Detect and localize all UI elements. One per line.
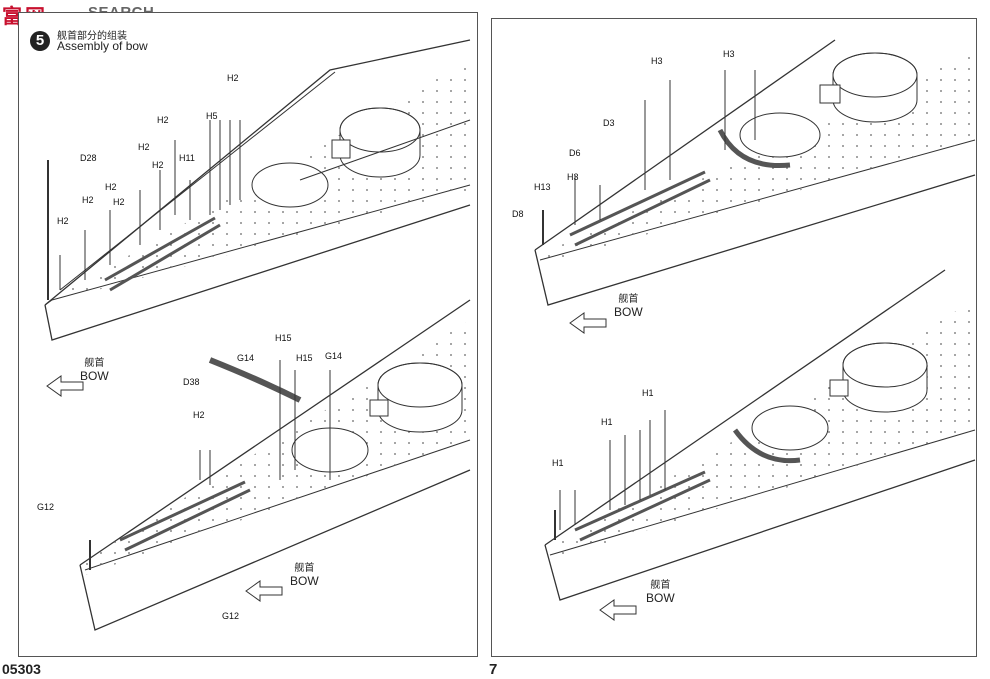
part-label-h1: H1 — [642, 388, 654, 398]
part-label-h2: H2 — [152, 160, 164, 170]
step-title-cn: 舰首部分的组装 — [57, 31, 127, 42]
part-label-h2: H2 — [57, 216, 69, 226]
part-label-g14: G14 — [325, 351, 343, 361]
part-label-g14: G14 — [237, 353, 255, 363]
part-label-d3: D3 — [603, 118, 615, 128]
part-label-h2: H2 — [138, 142, 150, 152]
part-label-g12: G12 — [222, 611, 240, 621]
part-label-h3: H3 — [651, 56, 663, 66]
part-label-h5: H5 — [206, 111, 218, 121]
bow-arrow-icon — [599, 599, 637, 621]
bow-arrow-icon — [245, 580, 283, 602]
part-label-g12: G12 — [37, 502, 55, 512]
ship-bow-4 — [544, 269, 976, 601]
part-label-h1: H1 — [552, 458, 564, 468]
ship-bow-3 — [534, 39, 976, 306]
step-number: 5 — [30, 31, 50, 51]
ship-bow-1 — [44, 39, 471, 341]
ship-bow-2 — [79, 299, 471, 631]
part-label-h11: H11 — [179, 153, 195, 163]
page-number: 7 — [489, 661, 498, 678]
part-label-h13: H13 — [534, 182, 551, 192]
product-code: 05303 — [2, 661, 41, 677]
part-label-h3: H3 — [567, 172, 579, 182]
bow-arrow-icon — [46, 375, 84, 397]
part-label-d6: D6 — [569, 148, 581, 158]
part-label-h15: H15 — [296, 353, 313, 363]
part-label-d38: D38 — [183, 377, 200, 387]
bow-arrow-icon — [569, 312, 607, 334]
part-label-h2: H2 — [157, 115, 169, 125]
part-label-d8: D8 — [512, 209, 524, 219]
part-label-h2: H2 — [193, 410, 205, 420]
part-label-d28: D28 — [80, 153, 97, 163]
part-label-h15: H15 — [275, 333, 292, 343]
part-label-h1: H1 — [601, 417, 613, 427]
step-title-en: Assembly of bow — [57, 39, 148, 53]
part-label-h2: H2 — [113, 197, 125, 207]
part-label-h2: H2 — [227, 73, 239, 83]
part-label-h2: H2 — [105, 182, 117, 192]
part-label-h2: H2 — [82, 195, 94, 205]
part-label-h3: H3 — [723, 49, 735, 59]
